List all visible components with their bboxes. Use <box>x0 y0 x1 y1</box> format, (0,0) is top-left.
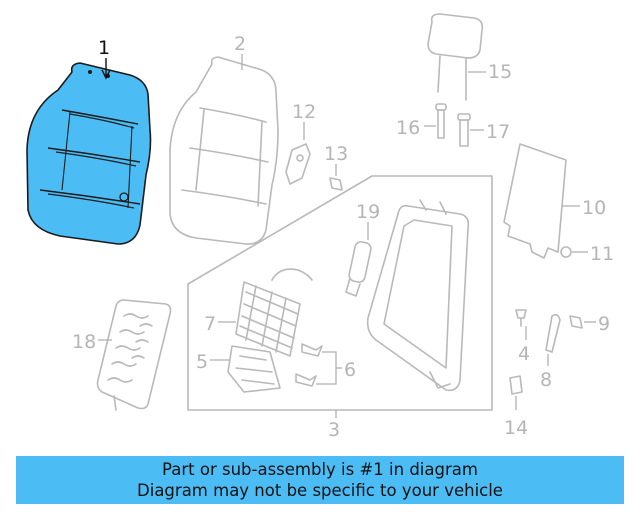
part-19-motor <box>345 241 372 297</box>
label-1[interactable]: 1 <box>98 37 110 59</box>
part-6-clips <box>295 343 323 387</box>
label-16[interactable]: 16 <box>396 117 420 139</box>
label-9[interactable]: 9 <box>598 313 610 335</box>
label-17[interactable]: 17 <box>486 121 510 143</box>
label-7[interactable]: 7 <box>204 313 216 335</box>
label-12[interactable]: 12 <box>292 101 316 123</box>
label-14[interactable]: 14 <box>504 417 528 439</box>
part-3-frame-group-box <box>187 175 493 411</box>
part-13-clip <box>329 177 343 191</box>
banner-line-1: Part or sub-assembly is #1 in diagram <box>162 460 478 479</box>
info-banner: Part or sub-assembly is #1 in diagram Di… <box>16 456 624 504</box>
part-10-back-panel <box>503 143 567 259</box>
part-7-lumbar-mat <box>235 268 313 357</box>
part-16-guide <box>435 103 447 139</box>
part-5-lumbar-actuator <box>227 345 281 393</box>
label-11[interactable]: 11 <box>590 243 614 265</box>
seat-back-frame <box>366 199 470 392</box>
banner-line-2: Diagram may not be specific to your vehi… <box>137 481 503 500</box>
part-1-arrow <box>101 69 111 80</box>
label-4[interactable]: 4 <box>518 343 530 365</box>
label-18[interactable]: 18 <box>72 331 96 353</box>
part-8-lever <box>545 313 561 353</box>
label-8[interactable]: 8 <box>540 369 552 391</box>
label-2[interactable]: 2 <box>234 33 246 55</box>
part-15-headrest <box>427 13 484 101</box>
part-2-seat-back-assembly <box>169 56 279 245</box>
part-9-clip <box>569 315 583 329</box>
label-5[interactable]: 5 <box>196 351 208 373</box>
label-13[interactable]: 13 <box>324 143 348 165</box>
part-17-guide-lock <box>457 113 471 147</box>
part-12-bracket <box>285 143 311 185</box>
part-18-heater-pad <box>96 299 172 411</box>
part-1-seat-back-cover[interactable] <box>26 62 152 245</box>
label-3[interactable]: 3 <box>328 419 340 441</box>
label-10[interactable]: 10 <box>582 197 606 219</box>
label-6[interactable]: 6 <box>344 359 356 381</box>
label-19[interactable]: 19 <box>356 201 380 223</box>
part-11-nut <box>560 246 572 258</box>
label-15[interactable]: 15 <box>488 61 512 83</box>
part-4-bolt <box>515 309 527 327</box>
part-14-hook <box>509 375 523 395</box>
